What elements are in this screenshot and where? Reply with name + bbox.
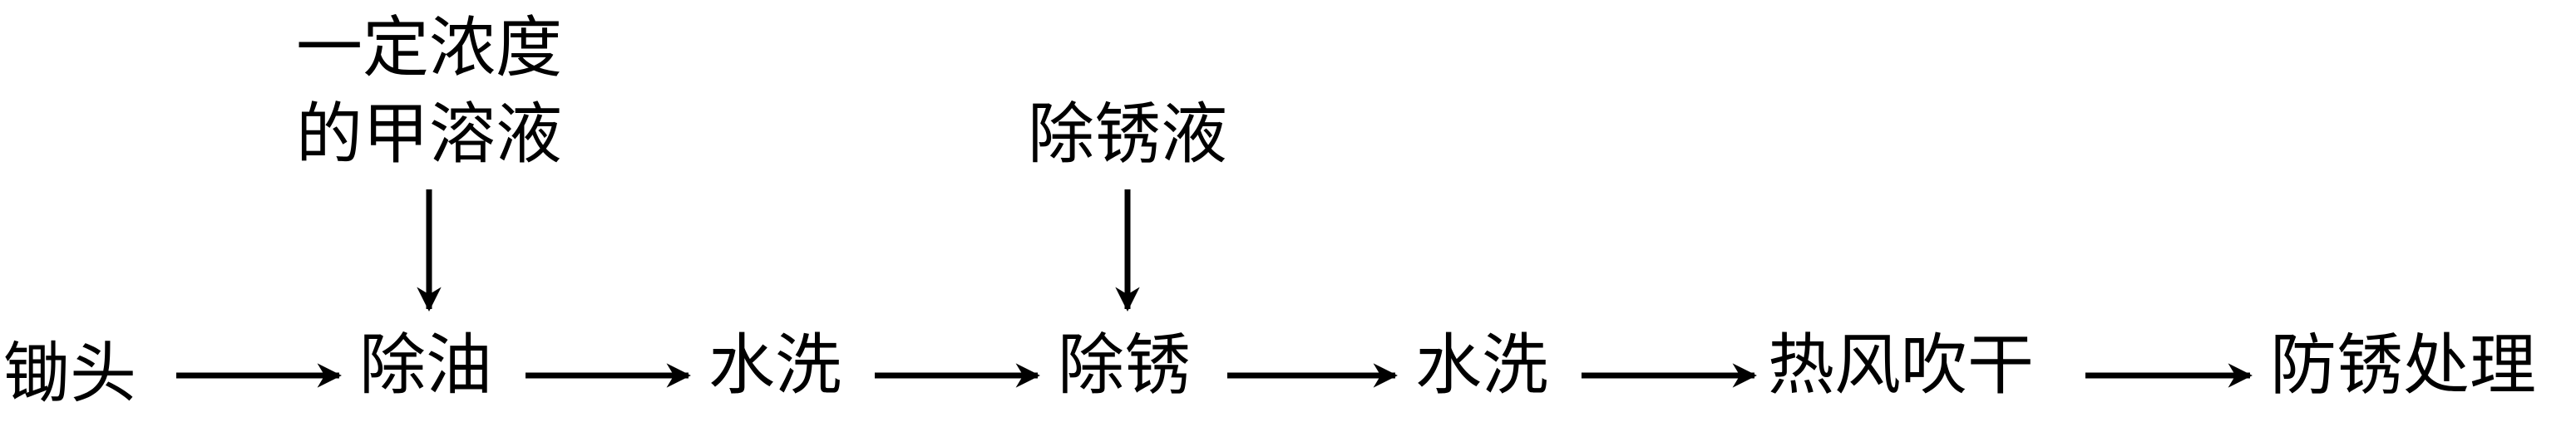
degrease-reagent-line2: 的甲溶液	[296, 96, 562, 173]
step-hot-air-dry: 热风吹干	[1768, 326, 2034, 404]
step-hoe-head: 锄头	[3, 335, 136, 412]
degrease-reagent-line1: 一定浓度	[296, 9, 562, 86]
step-degrease: 除油	[359, 326, 492, 404]
step-wash-1: 水洗	[708, 326, 841, 404]
step-antirust: 防锈处理	[2270, 326, 2536, 404]
step-wash-2: 水洗	[1415, 326, 1548, 404]
derust-reagent-label: 除锈液	[1028, 96, 1227, 173]
step-derust: 除锈	[1058, 326, 1191, 404]
